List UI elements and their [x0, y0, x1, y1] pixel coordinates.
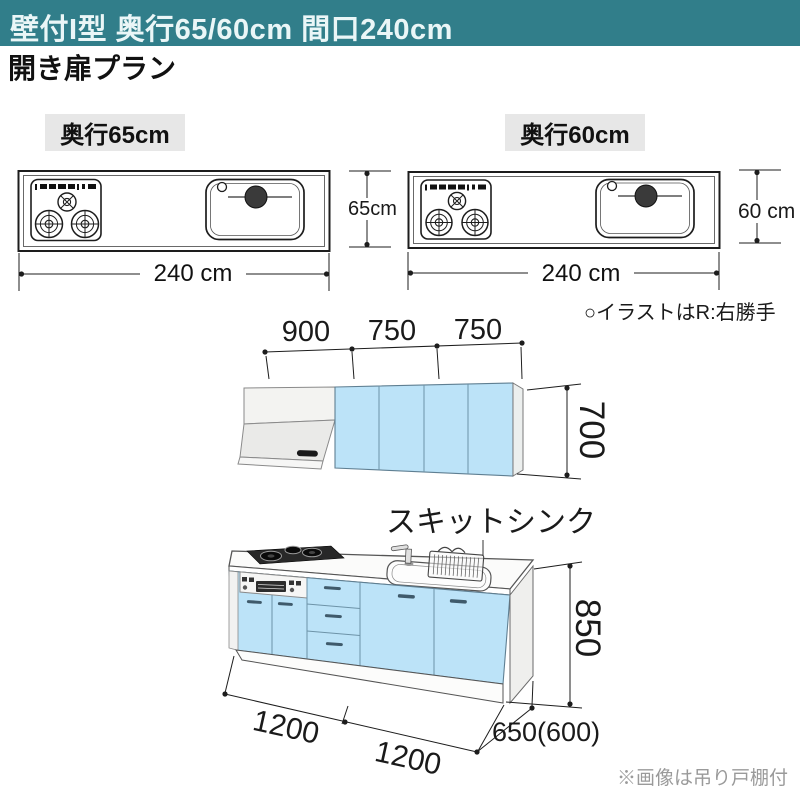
- skit-sink-label: スキットシンク: [386, 506, 596, 539]
- wall-dim-900: 900: [281, 316, 331, 348]
- wall-dim-750-a: 750: [367, 315, 417, 347]
- base-dim-850: 850: [568, 598, 607, 658]
- depth-60-label: 奥行60cm: [520, 122, 630, 149]
- wall-cabinet-height-dimension: [516, 383, 582, 480]
- stove-top-icon: [30, 178, 102, 242]
- sink-top-icon: [205, 178, 305, 241]
- base-cabinet-drawing: [228, 540, 535, 705]
- plan65-width-dim: 240 cm: [140, 260, 246, 288]
- dish-rack-icon: [427, 546, 485, 582]
- plan65-counter-drawing: [17, 170, 331, 252]
- wall-dim-700: 700: [572, 400, 611, 460]
- range-hood-icon: [237, 386, 336, 470]
- plan65-depth-dim: 65cm: [345, 198, 400, 220]
- plan60-width-dim: 240 cm: [528, 260, 634, 288]
- base-dim-depth: 650(600): [492, 717, 601, 747]
- wall-dim-750-b: 750: [453, 314, 503, 346]
- stove-burners-icon: [246, 545, 345, 565]
- sink-top-icon: [595, 178, 695, 239]
- depth-65-label: 奥行65cm: [60, 122, 170, 149]
- plan60-counter-drawing: [407, 171, 721, 249]
- wall-cabinet-drawing: [237, 382, 524, 477]
- header-title: 壁付I型 奥行65/60cm 間口240cm: [10, 14, 453, 46]
- image-footnote: ※画像は吊り戸棚付: [617, 768, 789, 789]
- header-bar: 壁付I型 奥行65/60cm 間口240cm: [0, 0, 800, 46]
- stove-top-icon: [420, 179, 492, 240]
- faucet-icon: [390, 544, 414, 566]
- wall-cabinet-dimensions: [262, 340, 525, 380]
- plan-title: 開き扉プラン: [8, 53, 177, 84]
- handedness-note: ○イラストはR:右勝手: [584, 302, 776, 324]
- depth-65-label-badge: 奥行65cm: [45, 114, 185, 151]
- base-cabinet-dimensions: [222, 561, 583, 755]
- plan60-depth-dim: 60 cm: [735, 200, 799, 224]
- door-handles: [246, 586, 467, 647]
- depth-60-label-badge: 奥行60cm: [505, 114, 645, 151]
